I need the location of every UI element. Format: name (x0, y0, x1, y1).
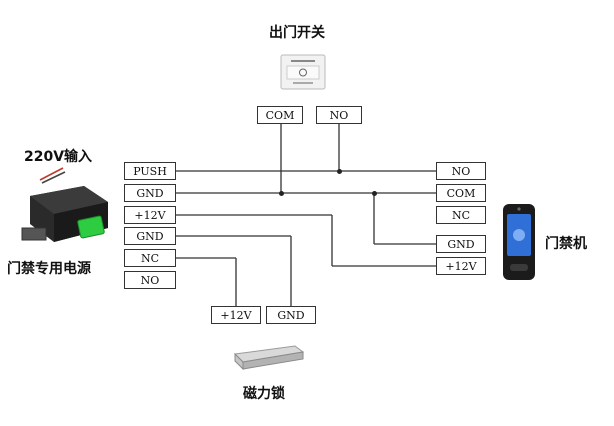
power-gnd2-terminal: GND (124, 227, 176, 245)
controller-no-terminal: NO (436, 162, 486, 180)
power-gnd-terminal: GND (124, 184, 176, 202)
controller-gnd-terminal: GND (436, 235, 486, 253)
junction-dot (278, 190, 284, 196)
exit-button-label: 出门开关 (269, 25, 325, 41)
button-no-terminal: NO (316, 106, 362, 124)
power-no-terminal: NO (124, 271, 176, 289)
wire-power-cable-1 (39, 167, 64, 181)
access-controller-label: 门禁机 (545, 236, 587, 252)
magnetic-lock-label: 磁力锁 (243, 386, 285, 402)
junction-dot (336, 168, 342, 174)
wire-power-cable-2 (41, 171, 66, 184)
button-com-terminal: COM (257, 106, 303, 124)
junction-dot (371, 190, 377, 196)
lock-gnd-terminal: GND (266, 306, 316, 324)
magnetic-lock-image (233, 345, 305, 370)
power-supply-label: 门禁专用电源 (7, 261, 91, 277)
power-nc-terminal: NC (124, 249, 176, 267)
access-controller-image (503, 204, 535, 280)
controller-nc-terminal: NC (436, 206, 486, 224)
power-input-label: 220V输入 (24, 149, 93, 165)
power-supply-image (21, 186, 108, 242)
exit-button-image (280, 54, 326, 90)
controller-12v-terminal: +12V (436, 257, 486, 275)
controller-com-terminal: COM (436, 184, 486, 202)
lock-12v-terminal: +12V (211, 306, 261, 324)
power-12v-terminal: +12V (124, 206, 176, 224)
power-push-terminal: PUSH (124, 162, 176, 180)
